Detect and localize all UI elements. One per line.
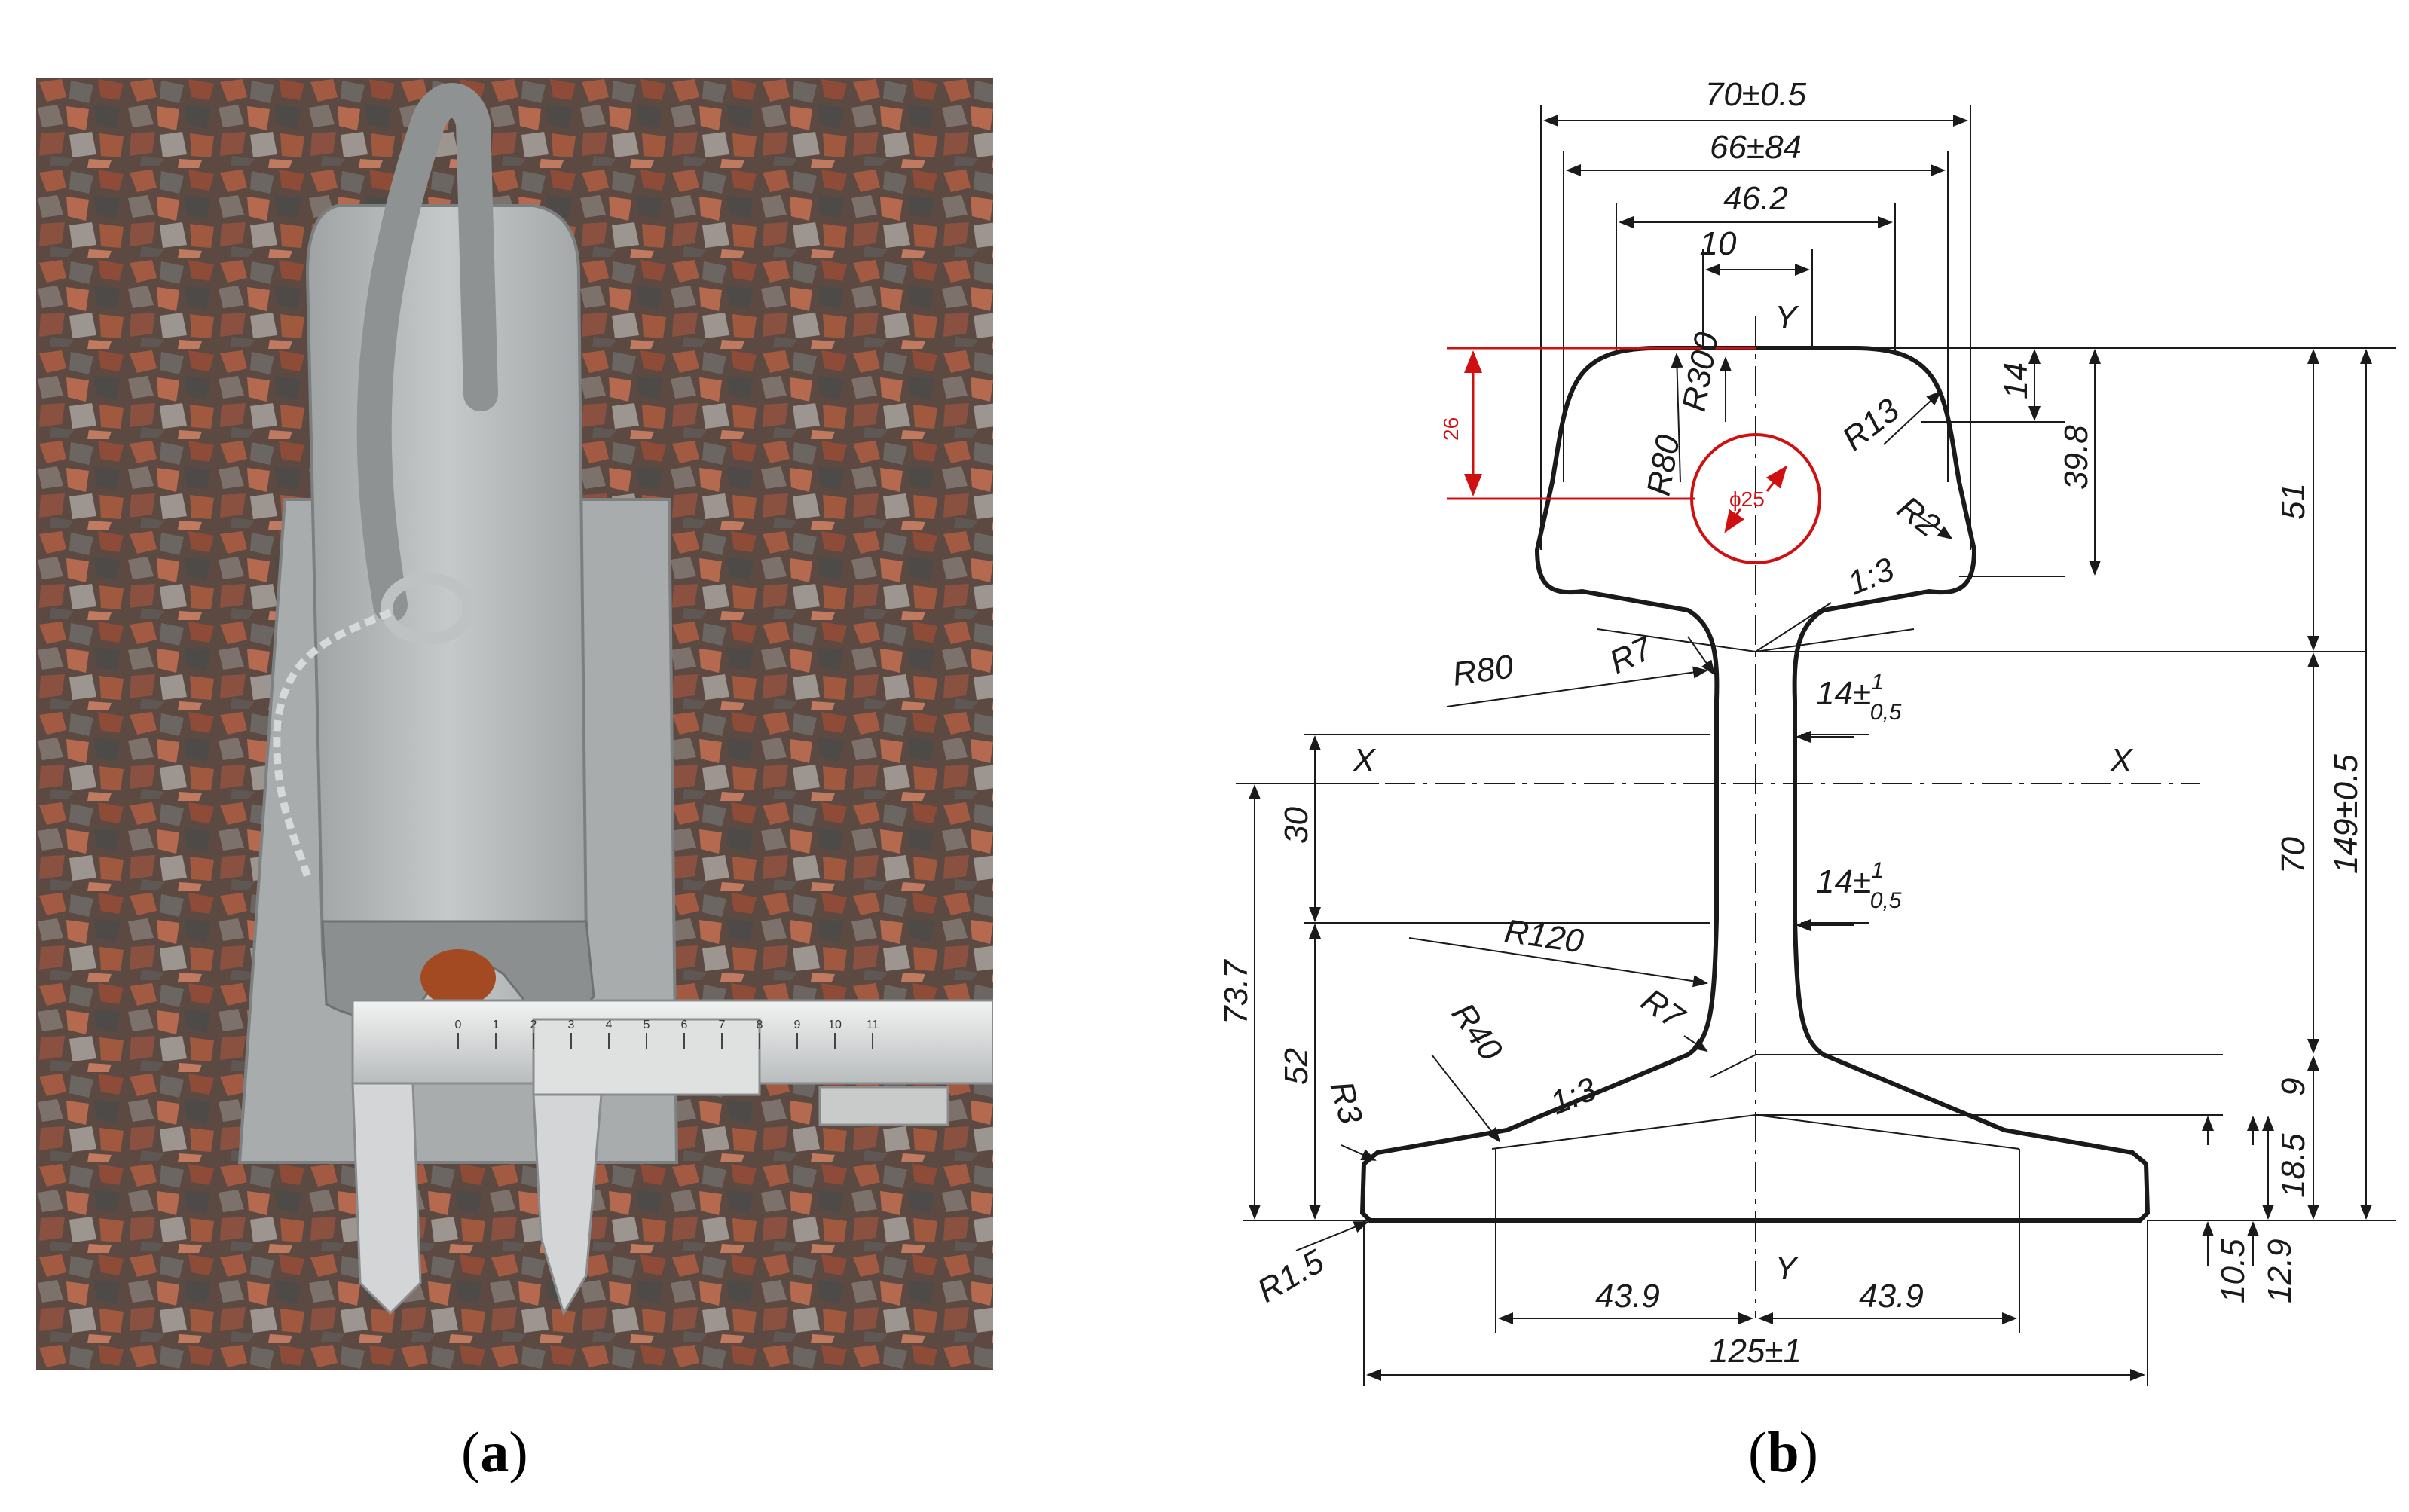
caliper-tick-1: 1 — [493, 1019, 500, 1031]
caliper-tick-6: 6 — [681, 1019, 688, 1031]
label-y-bottom: Y — [1775, 1250, 1799, 1287]
caliper-tick-4: 4 — [606, 1019, 613, 1031]
dim-base-18-5: 18.5 — [2275, 1133, 2312, 1198]
dim-left-30: 30 — [1278, 807, 1315, 844]
radius-r300: R300 — [1676, 329, 1726, 414]
label-y-top: Y — [1775, 299, 1799, 336]
rail-profile-drawing: 70±0.5 66±84 46.2 10 Y Y X X R300 R80 R1… — [1218, 76, 2396, 1386]
dim-head-39-8: 39.8 — [2058, 425, 2095, 490]
dim-left-73-7: 73.7 — [1218, 959, 1255, 1025]
dim-head-51: 51 — [2275, 483, 2312, 520]
dim-crown-width: 10 — [1700, 225, 1737, 262]
caliper-tick-0: 0 — [455, 1019, 462, 1031]
label-depth-26: 26 — [1439, 417, 1463, 441]
caption-b-letter: b — [1767, 1421, 1799, 1484]
dim-head-width: 70±0.5 — [1705, 76, 1807, 113]
caliper-tick-8: 8 — [757, 1019, 763, 1031]
chain — [273, 609, 392, 878]
caliper-tick-11: 11 — [867, 1019, 879, 1031]
radius-r2: R2 — [1891, 489, 1946, 544]
dim-base-10-5: 10.5 — [2215, 1239, 2252, 1303]
radius-r40: R40 — [1444, 997, 1510, 1068]
dim-head-14: 14 — [1998, 362, 2035, 399]
caption-a-letter: a — [480, 1421, 509, 1484]
caliper-tick-3: 3 — [568, 1019, 575, 1031]
dim-height-total: 149±0.5 — [2328, 754, 2365, 874]
slope-head: 1:3 — [1842, 551, 1900, 603]
dim-left-52: 52 — [1278, 1048, 1315, 1085]
dim-base-12-9: 12.9 — [2261, 1239, 2298, 1303]
label-x-right: X — [2109, 742, 2133, 779]
caliper-tick-5: 5 — [644, 1019, 650, 1031]
photo-rail-section-with-caliper: 0 1 2 3 4 5 6 7 8 9 10 11 — [36, 78, 993, 1370]
dim-head-width3: 46.2 — [1723, 180, 1788, 217]
rust-spot — [420, 949, 496, 1006]
radius-r120: R120 — [1503, 912, 1587, 960]
dim-web-70: 70 — [2275, 837, 2312, 874]
caption-b: (b) — [1748, 1421, 1818, 1484]
caliper-tick-10: 10 — [828, 1019, 842, 1031]
dim-foot-width: 125±1 — [1710, 1333, 1802, 1370]
rail-outline — [1359, 345, 2151, 1223]
rail-section-body — [305, 204, 588, 1021]
caption-a: (a) — [461, 1421, 528, 1484]
label-x-left: X — [1352, 742, 1376, 779]
slope-foot: 1:3 — [1545, 1071, 1602, 1123]
caliper-tick-9: 9 — [794, 1019, 801, 1031]
dim-foot-right: 43.9 — [1859, 1278, 1924, 1315]
dim-foot-left: 43.9 — [1595, 1278, 1660, 1315]
radius-r80-head: R80 — [1640, 432, 1687, 499]
dim-base-9: 9 — [2275, 1078, 2312, 1096]
radius-r13: R13 — [1836, 391, 1906, 458]
radius-r3: R3 — [1322, 1077, 1369, 1129]
dim-head-width2: 66±84 — [1710, 129, 1802, 166]
label-hole-phi25: ϕ25 — [1729, 487, 1765, 511]
vernier-caliper: 0 1 2 3 4 5 6 7 8 9 10 11 — [351, 999, 993, 1316]
handle-ring — [381, 573, 475, 645]
caliper-tick-7: 7 — [719, 1019, 726, 1031]
radius-r80-web: R80 — [1451, 648, 1516, 693]
radius-r1-5: R1.5 — [1252, 1242, 1331, 1309]
caliper-tick-2: 2 — [530, 1019, 537, 1031]
radius-r7-bottom: R7 — [1634, 982, 1691, 1037]
lifting-handle — [356, 83, 498, 622]
